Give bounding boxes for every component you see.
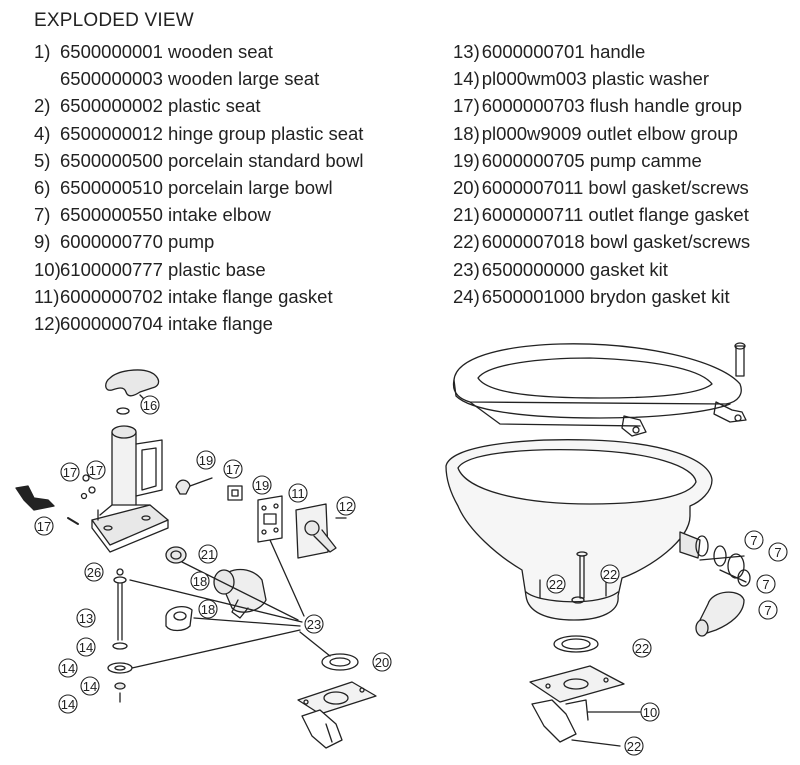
callout-16: 16 [140, 395, 160, 415]
part-row: 23)6500000000 gasket kit [453, 258, 668, 280]
svg-text:17: 17 [63, 465, 77, 480]
callout-7: 7 [758, 600, 778, 620]
parts-list-right: 13)6000000701 handle 14)pl000wm003 plast… [453, 38, 750, 310]
part-row: 2)6500000002 plastic seat [34, 95, 261, 117]
svg-text:7: 7 [762, 577, 769, 592]
callout-14: 14 [76, 637, 96, 657]
callout-17: 17 [223, 459, 243, 479]
callout-22: 22 [632, 638, 652, 658]
svg-text:13: 13 [79, 611, 93, 626]
callout-22: 22 [624, 736, 644, 756]
part-row: 5)6500000500 porcelain standard bowl [34, 149, 364, 171]
part-row: 0)6500000003 wooden large seat [60, 68, 320, 90]
callout-17: 17 [86, 460, 106, 480]
svg-text:18: 18 [201, 602, 215, 617]
intake-flange-gasket [257, 495, 283, 543]
part-row: 17)6000000703 flush handle group [453, 95, 743, 117]
part-row: 24)6500001000 brydon gasket kit [453, 285, 730, 307]
callout-17: 17 [34, 516, 54, 536]
callout-18: 18 [198, 599, 218, 619]
plastic-base [529, 665, 625, 703]
toilet-bowl [445, 439, 713, 621]
callout-21: 21 [198, 544, 218, 564]
callout-14: 14 [80, 676, 100, 696]
callout-11: 11 [288, 483, 308, 503]
callout-19: 19 [252, 475, 272, 495]
pump-handle [105, 369, 160, 397]
svg-text:18: 18 [193, 574, 207, 589]
part-row: 10)6100000777 plastic base [34, 258, 266, 280]
part-row: 1)6500000001 wooden seat [34, 41, 273, 62]
part-row: 14)pl000wm003 plastic washer [453, 68, 710, 90]
part-row: 22)6000007018 bowl gasket/screws [453, 231, 751, 253]
pump-body [91, 425, 169, 553]
callout-7: 7 [768, 542, 788, 562]
diagram-title: EXPLODED VIEW [34, 10, 194, 31]
svg-text:19: 19 [199, 453, 213, 468]
part-row: 9)6000000770 pump [34, 231, 215, 253]
part-row: 7)6500000550 intake elbow [34, 204, 271, 226]
intake-elbow-parts [679, 531, 751, 637]
svg-text:17: 17 [37, 519, 51, 534]
part-row: 20)6000007011 bowl gasket/screws [453, 177, 749, 199]
callout-10: 10 [640, 702, 660, 722]
callout-22: 22 [546, 574, 566, 594]
part-row: 13)6000000701 handle [453, 41, 646, 62]
callout-20: 20 [372, 652, 392, 672]
handle-rod [117, 583, 123, 641]
callout-23: 23 [304, 614, 324, 634]
svg-text:10: 10 [643, 705, 657, 720]
svg-text:7: 7 [774, 545, 781, 560]
outlet-elbow [165, 568, 267, 632]
callout-7: 7 [744, 530, 764, 550]
svg-text:16: 16 [143, 398, 157, 413]
svg-text:17: 17 [89, 463, 103, 478]
callout-19: 19 [196, 450, 216, 470]
svg-text:22: 22 [549, 577, 563, 592]
callout-13: 13 [76, 608, 96, 628]
callout-7: 7 [756, 574, 776, 594]
svg-text:12: 12 [339, 499, 353, 514]
part-row: 18)pl000w9009 outlet elbow group [453, 122, 738, 144]
part-row: 6)6500000510 porcelain large bowl [34, 177, 333, 199]
parts-list-left: 1)6500000001 wooden seat 0)6500000003 wo… [34, 38, 363, 337]
svg-text:22: 22 [603, 567, 617, 582]
part-row: 12)6000000704 intake flange [34, 313, 273, 335]
part-row: 4)6500000012 hinge group plastic seat [34, 122, 364, 144]
flush-lever [15, 485, 55, 511]
svg-text:14: 14 [61, 697, 75, 712]
callout-26: 26 [84, 562, 104, 582]
callout-12: 12 [336, 496, 356, 516]
svg-text:7: 7 [750, 533, 757, 548]
part-row: 11)6000000702 intake flange gasket [34, 285, 333, 307]
part-row: 19)6000000705 pump camme [453, 149, 702, 171]
svg-text:14: 14 [61, 661, 75, 676]
callout-labels: 16 17 17 17 17 19 19 11 12 21 26 18 18 2… [34, 395, 788, 756]
callout-22: 22 [600, 564, 620, 584]
callout-17: 17 [60, 462, 80, 482]
bowl-gasket-ring [321, 653, 359, 671]
callout-14: 14 [58, 694, 78, 714]
svg-text:7: 7 [764, 603, 771, 618]
seat-and-lid [452, 343, 747, 437]
svg-text:22: 22 [635, 641, 649, 656]
svg-text:20: 20 [375, 655, 389, 670]
svg-text:14: 14 [79, 640, 93, 655]
svg-text:11: 11 [291, 486, 305, 501]
svg-text:23: 23 [307, 617, 321, 632]
callout-18: 18 [190, 571, 210, 591]
svg-text:26: 26 [87, 565, 101, 580]
part-row: 21)6000000711 outlet flange gasket [453, 204, 749, 226]
svg-text:22: 22 [627, 739, 641, 754]
svg-text:21: 21 [201, 547, 215, 562]
svg-text:14: 14 [83, 679, 97, 694]
svg-text:17: 17 [226, 462, 240, 477]
callout-14: 14 [58, 658, 78, 678]
svg-text:19: 19 [255, 478, 269, 493]
